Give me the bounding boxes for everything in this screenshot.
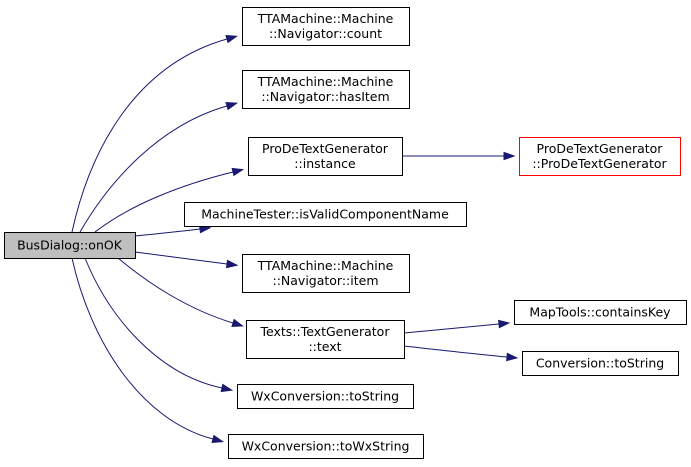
node-label-valid-line1: MachineTester::isValidComponentName (201, 207, 449, 222)
node-label-item-line2: ::Navigator::item (272, 273, 378, 288)
node-hasItem[interactable]: TTAMachine::Machine::Navigator::hasItem (242, 70, 410, 109)
node-instance[interactable]: ProDeTextGenerator::instance (248, 137, 403, 176)
node-label-instance-line1: ProDeTextGenerator (262, 141, 389, 156)
edge-arrowhead-root-to-instance (231, 167, 245, 177)
call-nodes: BusDialog::onOKTTAMachine::Machine::Navi… (4, 7, 687, 459)
node-box-ctor (519, 137, 681, 176)
node-valid[interactable]: MachineTester::isValidComponentName (184, 202, 467, 227)
node-convToString[interactable]: Conversion::toString (522, 351, 679, 376)
edge-arrowhead-text-to-contains (498, 319, 511, 329)
call-edge-root-to-wxToString (84, 257, 223, 389)
node-label-hasItem-line2: ::Navigator::hasItem (261, 89, 389, 104)
node-label-wxToString-line1: WxConversion::toString (251, 389, 399, 404)
edge-arrowhead-root-to-count (225, 34, 239, 44)
node-label-root-line1: BusDialog::onOK (17, 238, 123, 253)
node-box-valid (184, 202, 467, 227)
call-edges (71, 34, 519, 444)
node-label-ctor-line2: ::ProDeTextGenerator (532, 156, 667, 171)
node-label-hasItem-line1: TTAMachine::Machine (257, 74, 394, 89)
edge-arrowhead-text-to-convToString (506, 352, 519, 362)
node-box-convToString (522, 351, 679, 376)
call-edge-root-to-valid (134, 228, 201, 237)
call-edge-root-to-item (134, 251, 228, 265)
node-label-item-line1: TTAMachine::Machine (257, 258, 394, 273)
node-label-wxToWxString-line1: WxConversion::toWxString (242, 439, 410, 454)
call-edge-root-to-wxToWxString (71, 257, 214, 440)
node-label-contains-line1: MapTools::containsKey (529, 305, 671, 320)
node-count[interactable]: TTAMachine::Machine::Navigator::count (242, 7, 410, 46)
node-box-text (246, 320, 405, 359)
call-edge-root-to-hasItem (79, 105, 228, 233)
node-label-convToString-line1: Conversion::toString (536, 356, 664, 371)
node-root[interactable]: BusDialog::onOK (4, 232, 136, 259)
node-box-count (242, 7, 410, 46)
node-label-ctor-line1: ProDeTextGenerator (537, 141, 664, 156)
node-label-instance-line2: ::instance (294, 156, 356, 171)
node-label-count-line2: ::Navigator::count (269, 26, 382, 41)
node-box-wxToString (237, 384, 414, 409)
node-wxToString[interactable]: WxConversion::toString (237, 384, 414, 409)
node-box-instance (248, 137, 403, 176)
node-box-item (242, 254, 410, 293)
node-label-count-line1: TTAMachine::Machine (257, 11, 394, 26)
node-box-hasItem (242, 70, 410, 109)
node-contains[interactable]: MapTools::containsKey (514, 300, 687, 325)
node-label-text-line1: Texts::TextGenerator (260, 324, 391, 339)
edge-arrowhead-root-to-wxToWxString (211, 434, 225, 444)
node-text[interactable]: Texts::TextGenerator::text (246, 320, 405, 359)
call-edge-root-to-instance (94, 171, 234, 233)
node-item[interactable]: TTAMachine::Machine::Navigator::item (242, 254, 410, 293)
edge-arrowhead-root-to-item (225, 259, 239, 269)
edge-arrowhead-instance-to-ctor (503, 151, 516, 161)
node-label-text-line2: ::text (308, 339, 341, 354)
node-box-root (4, 232, 136, 259)
node-box-wxToWxString (228, 434, 424, 459)
edge-arrowhead-root-to-wxToString (220, 383, 234, 393)
node-ctor[interactable]: ProDeTextGenerator::ProDeTextGenerator (519, 137, 681, 176)
call-edge-text-to-contains (403, 323, 500, 334)
node-wxToWxString[interactable]: WxConversion::toWxString (228, 434, 424, 459)
edge-arrowhead-root-to-text (231, 318, 244, 327)
node-box-contains (514, 300, 687, 325)
call-edge-root-to-count (71, 38, 228, 233)
call-edge-root-to-text (117, 257, 234, 324)
edge-arrowhead-root-to-hasItem (225, 101, 239, 111)
call-edge-text-to-convToString (403, 345, 508, 358)
